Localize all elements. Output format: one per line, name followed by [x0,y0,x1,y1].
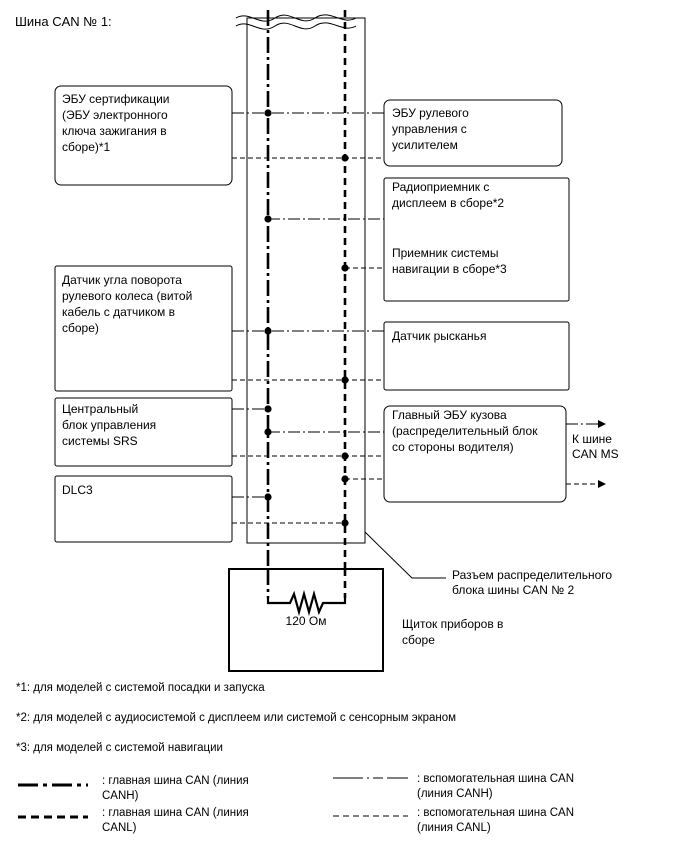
ecu-label-body: Главный ЭБУ кузова(распределительный бло… [392,408,538,454]
sub-bus-canh-branches [232,112,384,498]
ecu-label-dlc3: DLC3 [62,483,93,497]
sub-bus-canl-branches [232,157,384,524]
junction-leader-line [364,531,446,579]
terminating-resistor-icon [266,589,347,617]
ecu-box-eps [383,99,563,167]
legend-label-sub-canl: : вспомогательная шина CAN(линия CANL) [417,807,574,834]
ecu-box-srs [54,397,233,467]
combination-meter-box [228,568,384,672]
ecu-box-body [383,405,567,503]
ecu-label-yaw: Датчик рысканья [392,329,486,343]
ecu-box-cert [54,85,233,186]
wire-break-mark [235,22,357,30]
ecu-box-radio-nav [383,177,570,302]
arrow-head-icon [598,420,606,428]
diagram-title: Шина CAN № 1: [15,14,112,29]
ecu-box-yaw [383,321,570,391]
junction-connector-box [246,17,366,544]
wire-break-mark [235,14,357,22]
footnote-1: *1: для моделей с системой посадки и зап… [16,682,265,694]
legend-label-sub-canh: : вспомогательная шина CAN(линия CANH) [417,773,574,800]
ecu-box-steer-sensor [54,265,233,392]
can-ms-arrows [566,423,598,485]
resistor-label: 120 Ом [286,614,327,628]
ecu-box-dlc3 [54,475,233,543]
arrow-head-icon [598,480,606,488]
bus-junction-dots [264,109,349,527]
footnote-3: *3: для моделей с системой навигации [16,742,223,754]
footnote-2: *2: для моделей с аудиосистемой с диспле… [16,712,456,724]
